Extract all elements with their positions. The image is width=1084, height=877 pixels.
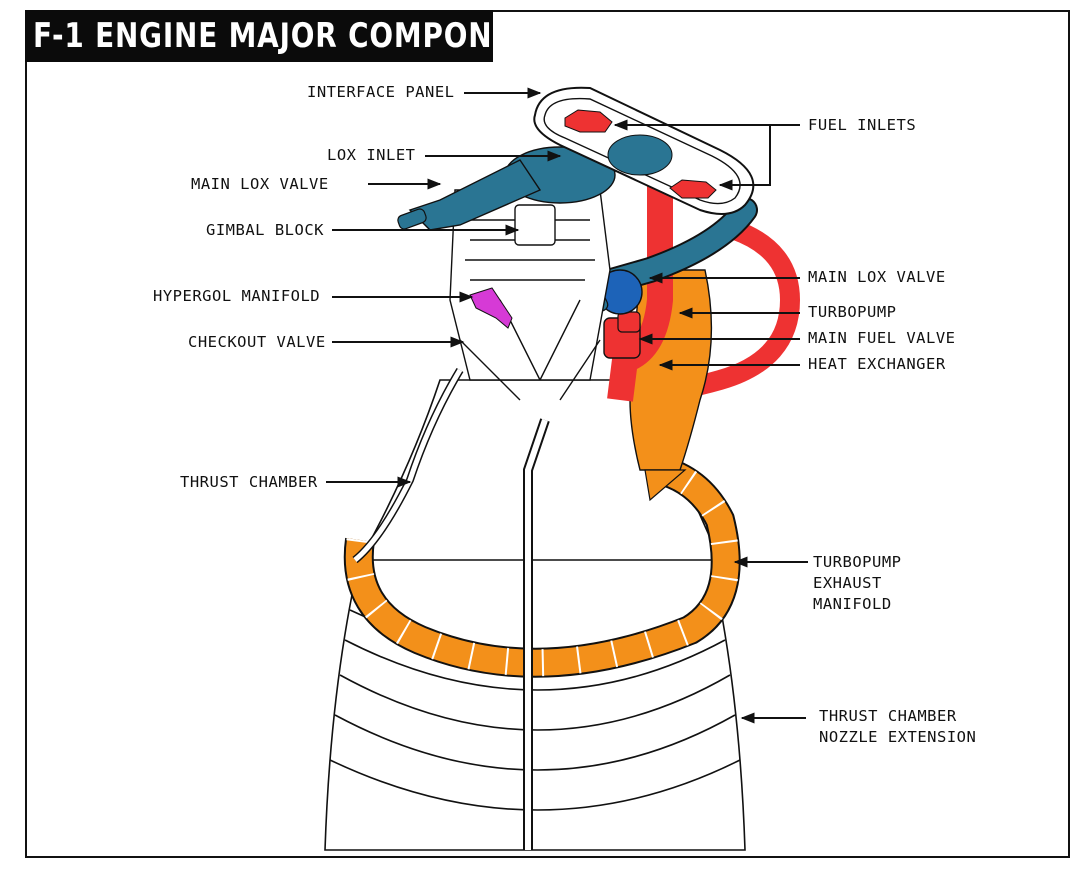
lox-inlet-opening [607, 134, 673, 176]
title-bar: F-1 ENGINE MAJOR COMPONENTS [25, 10, 576, 62]
fuel-inlet-bottom [669, 179, 717, 199]
main-fuel-valve [603, 311, 641, 359]
label-line: EXHAUST [813, 574, 882, 592]
label-line: NOZZLE EXTENSION [819, 728, 977, 746]
label-fuel-inlets: FUEL INLETS [808, 116, 917, 134]
label-interface-panel: INTERFACE PANEL [307, 83, 455, 101]
label-main-fuel-valve: MAIN FUEL VALVE [808, 329, 956, 347]
label-turbopump: TURBOPUMP [808, 303, 897, 321]
label-main-lox-valve-right: MAIN LOX VALVE [808, 268, 946, 286]
leader-lines-left [326, 87, 562, 488]
lox-duct-right-fill [569, 199, 756, 301]
label-heat-exchanger: HEAT EXCHANGER [808, 355, 946, 373]
label-hypergol-manifold: HYPERGOL MANIFOLD [153, 287, 321, 305]
label-turbopump-exhaust-manifold: TURBOPUMP EXHAUST MANIFOLD [813, 552, 902, 615]
label-line: THRUST CHAMBER [819, 707, 957, 725]
label-thrust-chamber-nozzle-extension: THRUST CHAMBER NOZZLE EXTENSION [819, 706, 976, 748]
leader-lines-right [613, 119, 808, 724]
diagram-frame [25, 10, 1070, 858]
hypergol-manifold [469, 287, 513, 329]
engine-core [449, 189, 611, 401]
label-gimbal-block: GIMBAL BLOCK [206, 221, 324, 239]
label-line: MANIFOLD [813, 595, 892, 613]
label-thrust-chamber: THRUST CHAMBER [180, 473, 318, 491]
interface-panel [533, 86, 755, 215]
diagram-title: F-1 ENGINE MAJOR COMPONENTS [33, 16, 578, 56]
label-main-lox-valve-left: MAIN LOX VALVE [191, 175, 329, 193]
fuel-inlet-top [564, 109, 613, 133]
exhaust-manifold-ring [343, 455, 741, 678]
label-line: TURBOPUMP [813, 553, 902, 571]
label-checkout-valve: CHECKOUT VALVE [188, 333, 326, 351]
center-pipe-fill [525, 419, 548, 850]
label-lox-inlet: LOX INLET [327, 146, 416, 164]
